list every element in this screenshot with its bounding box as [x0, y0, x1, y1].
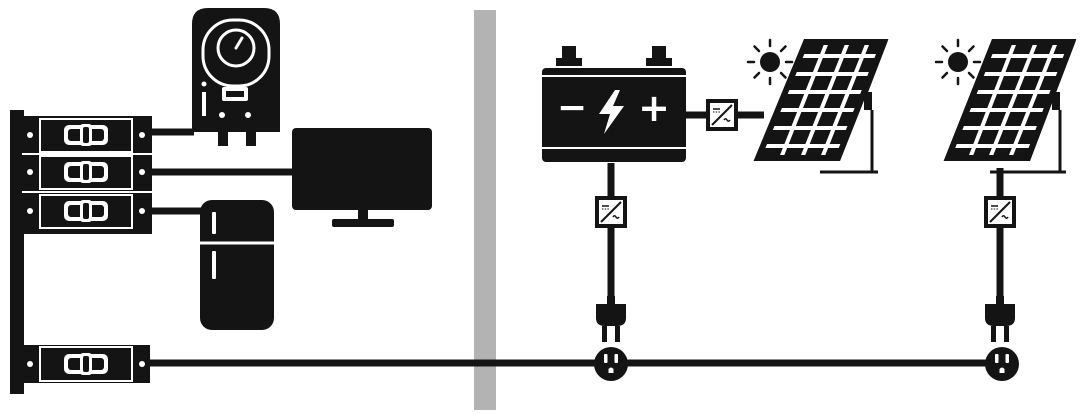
breaker-2	[27, 155, 145, 190]
battery-plus-label: +	[638, 86, 670, 130]
inverter-icon	[983, 195, 1017, 229]
plug-icon	[985, 296, 1015, 342]
breaker-panel	[10, 110, 152, 394]
breaker-rail	[10, 110, 24, 394]
circuit-breaker-icon	[64, 161, 108, 183]
tv-icon	[292, 128, 432, 227]
solar-panel-icon	[943, 39, 1077, 174]
circuit-breaker-icon	[64, 124, 108, 146]
sun-icon	[934, 38, 982, 86]
inverter-icon	[705, 98, 739, 132]
main-breaker	[22, 345, 150, 383]
solar-panel-icon	[753, 39, 889, 174]
refrigerator-icon	[200, 200, 274, 330]
battery-minus-label: −	[557, 88, 587, 129]
outlet-icon	[594, 347, 628, 381]
breaker-1	[27, 118, 145, 153]
water-heater-icon	[192, 8, 280, 146]
battery-icon: − +	[542, 46, 686, 162]
lightning-icon	[599, 90, 624, 134]
circuit-breaker-icon	[64, 200, 108, 222]
plug-icon	[596, 296, 626, 342]
outlet-icon	[985, 347, 1019, 381]
sun-icon	[746, 38, 794, 86]
section-divider	[474, 10, 496, 410]
breaker-3	[27, 194, 145, 229]
circuit-breaker-icon	[64, 353, 108, 375]
inverter-icon	[594, 195, 628, 229]
